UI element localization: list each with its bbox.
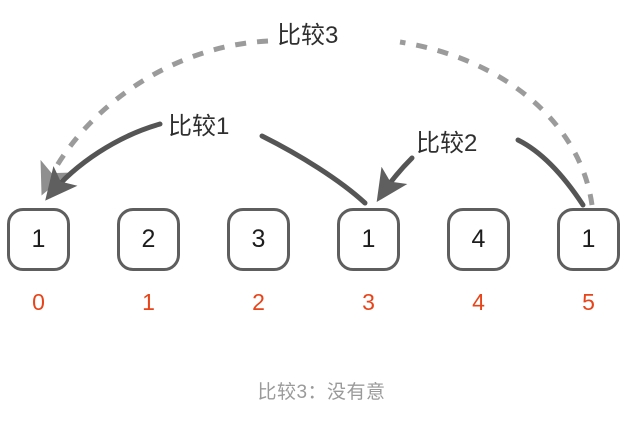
arc-cmp2-left-segment — [376, 155, 415, 202]
array-cell-value: 1 — [361, 225, 376, 253]
array-index-label: 1 — [142, 289, 155, 315]
arc-label-cmp2: 比较2 — [416, 130, 478, 157]
array-index-label: 4 — [472, 289, 485, 315]
array-cell-value: 4 — [471, 225, 486, 253]
array-cell[interactable]: 2 — [117, 208, 180, 271]
diagram-caption: 比较3：没有意 — [257, 382, 386, 403]
arc-cmp3-left-segment — [40, 38, 269, 196]
array-index-label: 0 — [32, 289, 45, 315]
arc-label-cmp1: 比较1 — [168, 113, 230, 140]
array-cell[interactable]: 1 — [337, 208, 400, 271]
array-cell-value: 1 — [31, 225, 46, 253]
array-cell[interactable]: 1 — [7, 208, 70, 271]
array-index-label: 3 — [362, 289, 375, 315]
array-cell-value: 1 — [581, 225, 596, 253]
array-index-label: 5 — [582, 289, 595, 315]
arc-cmp2-right-segment — [515, 137, 586, 208]
array-cell[interactable]: 3 — [227, 208, 290, 271]
arc-cmp3-right-segment — [399, 39, 595, 206]
arc-cmp1-right-segment — [259, 133, 368, 206]
array-cell[interactable]: 4 — [447, 208, 510, 271]
array-cell[interactable]: 1 — [557, 208, 620, 271]
arc-label-cmp3: 比较3 — [277, 22, 339, 49]
array-index-label: 2 — [252, 289, 265, 315]
array-cell-value: 3 — [251, 225, 266, 253]
arc-cmp1-left-segment — [45, 121, 163, 201]
array-cell-value: 2 — [141, 225, 156, 253]
